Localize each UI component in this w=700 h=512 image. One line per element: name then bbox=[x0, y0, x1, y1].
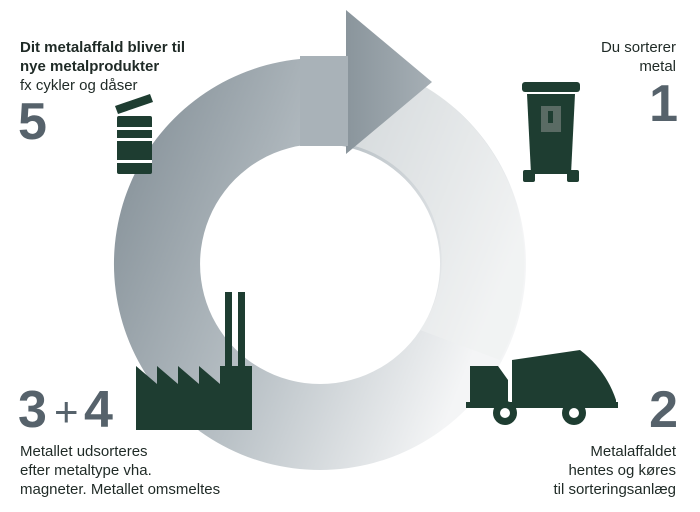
can-icon bbox=[115, 94, 153, 174]
step3-4-line1: Metallet udsorteres bbox=[20, 443, 148, 460]
step2-number: 2 bbox=[649, 381, 678, 439]
step4-number: 4 bbox=[84, 381, 113, 439]
factory-icon bbox=[136, 292, 252, 430]
step5-number: 5 bbox=[18, 93, 47, 151]
step3-number: 3 bbox=[18, 381, 47, 439]
step3-4-line2: efter metaltype vha. bbox=[20, 462, 152, 479]
step5-subtitle: fx cykler og dåser bbox=[20, 77, 138, 94]
garbage-truck-icon bbox=[466, 350, 618, 425]
step1-line2: metal bbox=[639, 58, 676, 75]
step2-line2: hentes og køres bbox=[568, 462, 676, 479]
waste-bin-icon bbox=[522, 82, 580, 182]
arrow-shaft bbox=[300, 56, 348, 146]
step1-number: 1 bbox=[649, 75, 678, 133]
step3-4-line3: magneter. Metallet omsmeltes bbox=[20, 481, 221, 498]
step2-line1: Metalaffaldet bbox=[590, 443, 676, 460]
step5-title-line1: Dit metalaffald bliver til bbox=[20, 39, 186, 56]
step5-title-line2: nye metalprodukter bbox=[20, 58, 160, 75]
cycle-arrow-head bbox=[346, 10, 432, 154]
step3-4-plus: + bbox=[54, 388, 79, 435]
cycle-ring-fade bbox=[355, 60, 525, 360]
step1-line1: Du sorterer bbox=[600, 39, 676, 56]
step2-line3: til sorteringsanlæg bbox=[553, 481, 676, 498]
